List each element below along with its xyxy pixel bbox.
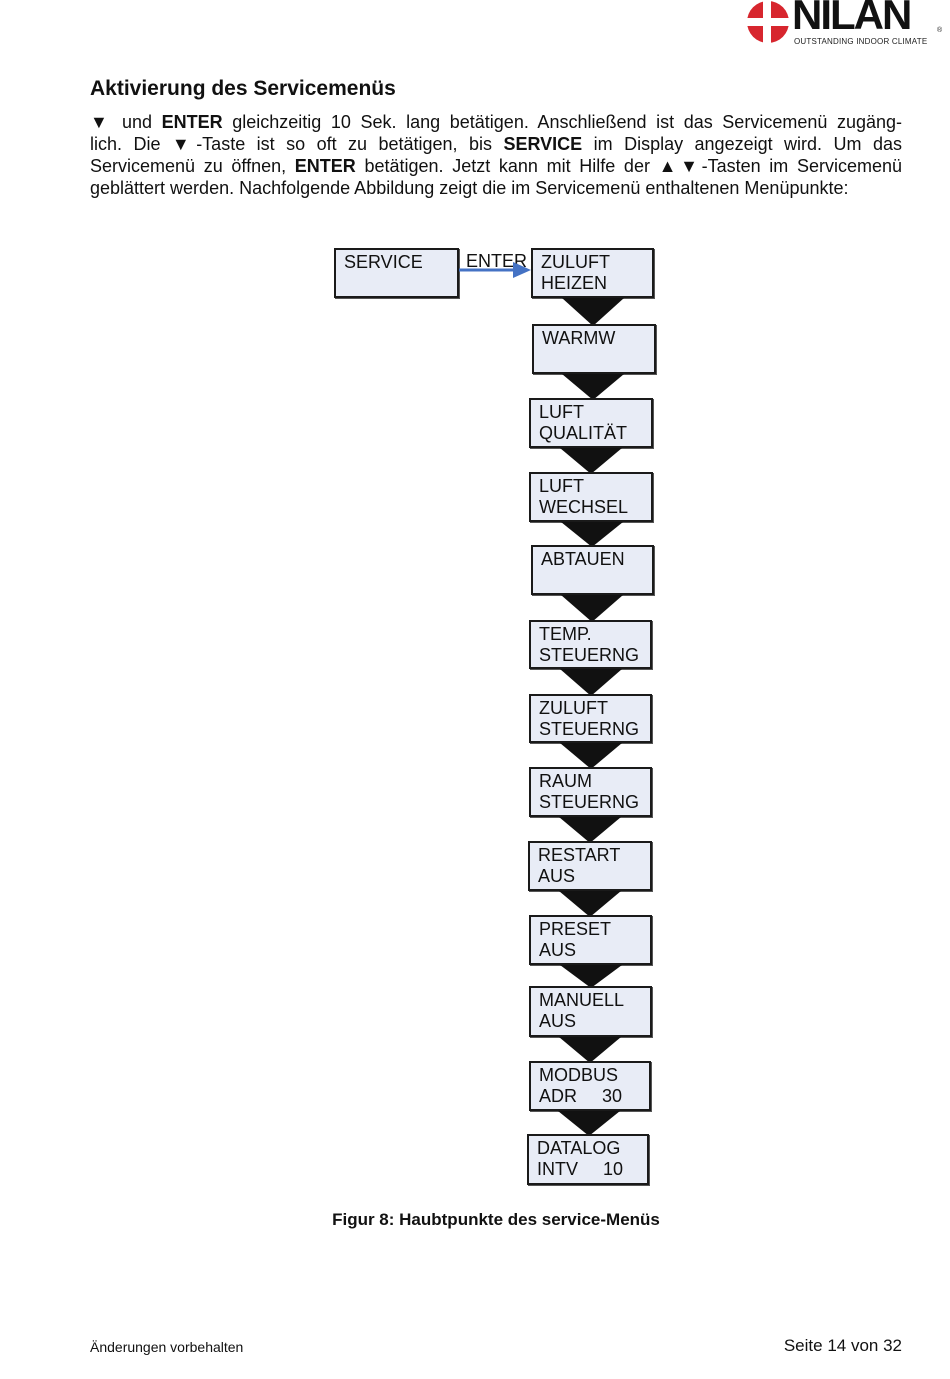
danish-flag-icon bbox=[747, 1, 789, 43]
nilan-logo: NILAN OUTSTANDING INDOOR CLIMATE ® bbox=[746, 0, 946, 48]
down-key-symbol: ▼ bbox=[171, 134, 197, 154]
figure-caption: Figur 8: Haubtpunkte des service-Menüs bbox=[332, 1210, 660, 1229]
body-line-1: ▼ und ENTER gleichzeitig 10 Sek. lang be… bbox=[90, 112, 902, 132]
enter-arrow-icon bbox=[459, 262, 531, 278]
footer-note: Änderungen vorbehalten bbox=[90, 1339, 244, 1355]
menu-item-box: RAUM STEUERNG bbox=[529, 767, 652, 817]
body-line-2: lich. Die ▼-Taste ist so oft zu betätige… bbox=[90, 134, 902, 154]
down-arrow-icon bbox=[558, 1111, 620, 1136]
menu-item-box: PRESET AUS bbox=[529, 915, 652, 965]
logo-wordmark: NILAN bbox=[792, 0, 912, 38]
service-box: SERVICE bbox=[334, 248, 459, 298]
enter-key-label: ENTER bbox=[294, 156, 356, 176]
menu-item-box: MODBUS ADR 30 bbox=[529, 1061, 651, 1111]
down-arrow-icon bbox=[560, 669, 622, 696]
up-down-keys-symbol: ▲▼ bbox=[658, 156, 702, 176]
page-number: Seite 14 von 32 bbox=[783, 1336, 902, 1355]
body-line-4: geblättert werden. Nachfolgende Abbildun… bbox=[90, 178, 849, 198]
menu-item-box: ZULUFT STEUERNG bbox=[529, 694, 652, 743]
menu-item-box: ZULUFT HEIZEN bbox=[531, 248, 654, 298]
down-arrow-icon bbox=[562, 374, 624, 400]
enter-label: ENTER bbox=[466, 251, 528, 271]
down-arrow-icon bbox=[559, 1037, 621, 1063]
down-arrow-icon bbox=[561, 595, 623, 622]
body-line-3: Servicemenü zu öffnen, ENTER betätigen. … bbox=[90, 156, 902, 176]
down-arrow-icon bbox=[560, 448, 622, 474]
down-key-symbol: ▼ bbox=[90, 112, 113, 132]
menu-item-box: TEMP. STEUERNG bbox=[529, 620, 652, 669]
menu-item-box: RESTART AUS bbox=[528, 841, 652, 891]
down-arrow-icon bbox=[562, 298, 624, 326]
menu-item-box: MANUELL AUS bbox=[529, 986, 652, 1037]
logo-registered-mark: ® bbox=[937, 27, 943, 34]
menu-item-box: LUFT WECHSEL bbox=[529, 472, 653, 522]
enter-key-label: ENTER bbox=[161, 112, 223, 132]
menu-item-box: DATALOG INTV 10 bbox=[527, 1134, 649, 1185]
down-arrow-icon bbox=[559, 891, 621, 917]
down-arrow-icon bbox=[560, 743, 622, 769]
section-title: Aktivierung des Servicemenüs bbox=[90, 77, 396, 100]
menu-item-box: WARMW bbox=[532, 324, 656, 374]
down-arrow-icon bbox=[559, 817, 621, 843]
down-arrow-icon bbox=[560, 965, 622, 988]
menu-item-box: LUFT QUALITÄT bbox=[529, 398, 653, 448]
service-label: SERVICE bbox=[503, 134, 583, 154]
menu-item-box: ABTAUEN bbox=[531, 545, 654, 595]
logo-tagline: OUTSTANDING INDOOR CLIMATE bbox=[794, 37, 928, 46]
down-arrow-icon bbox=[561, 522, 623, 547]
